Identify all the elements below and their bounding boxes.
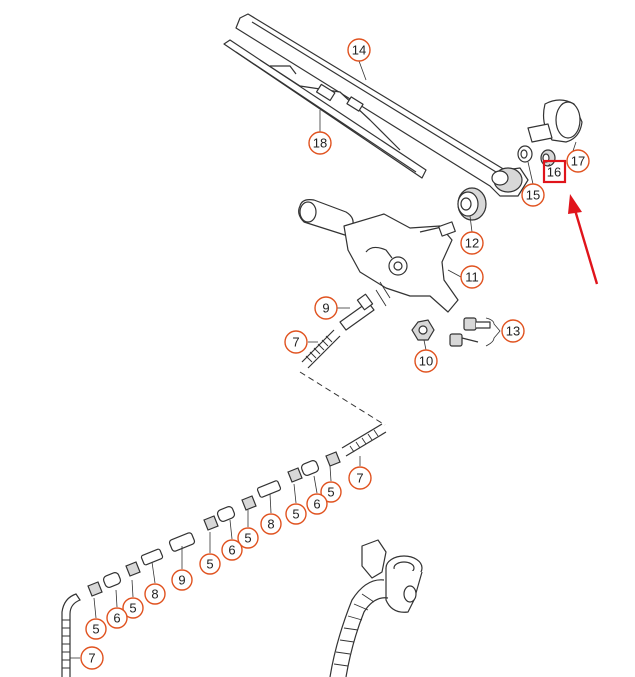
callout-8-upper: 8 <box>260 513 282 535</box>
callout-6-r1: 6 <box>306 493 328 515</box>
svg-text:12: 12 <box>465 236 479 251</box>
svg-text:5: 5 <box>129 601 136 616</box>
callout-7-lower: 7 <box>80 646 104 670</box>
callout-18: 18 <box>308 131 332 155</box>
highlight-box <box>542 159 567 184</box>
washer-elbow <box>329 539 423 677</box>
svg-text:6: 6 <box>313 497 320 512</box>
callout-14: 14 <box>347 38 371 62</box>
mounting-bolts <box>449 317 491 347</box>
callout-6-r2: 6 <box>221 539 243 561</box>
callout-7-middle: 7 <box>348 466 372 490</box>
svg-text:5: 5 <box>244 531 251 546</box>
pointer-arrow <box>568 194 599 285</box>
svg-text:5: 5 <box>292 507 299 522</box>
svg-text:6: 6 <box>113 611 120 626</box>
svg-text:7: 7 <box>292 335 299 350</box>
svg-text:18: 18 <box>313 136 327 151</box>
grommet <box>457 187 487 221</box>
callout-8-lower: 8 <box>144 583 166 605</box>
svg-text:17: 17 <box>571 154 585 169</box>
wiper-motor <box>298 199 459 313</box>
callout-5-r6: 5 <box>85 618 107 640</box>
svg-text:8: 8 <box>151 587 158 602</box>
callout-9-lower: 9 <box>171 569 193 591</box>
svg-text:8: 8 <box>267 517 274 532</box>
svg-text:7: 7 <box>88 651 95 666</box>
hose-lower <box>61 593 81 677</box>
callout-12: 12 <box>460 231 484 255</box>
connector-chain <box>87 451 341 597</box>
callout-11: 11 <box>460 265 484 289</box>
callout-16-highlighted: 16 <box>542 159 567 184</box>
svg-text:5: 5 <box>206 557 213 572</box>
svg-text:15: 15 <box>526 188 540 203</box>
svg-text:11: 11 <box>465 270 479 285</box>
svg-text:5: 5 <box>327 485 334 500</box>
callout-6-r3: 6 <box>106 607 128 629</box>
hex-nut <box>411 319 435 341</box>
wiper-arm <box>235 13 529 197</box>
svg-text:9: 9 <box>322 301 329 316</box>
callout-5-r5: 5 <box>122 597 144 619</box>
callout-10: 10 <box>414 349 438 373</box>
callout-15: 15 <box>521 183 545 207</box>
hose-routing-line <box>299 371 386 426</box>
svg-text:10: 10 <box>419 354 433 369</box>
callout-13: 13 <box>501 319 525 343</box>
callout-5-r3: 5 <box>237 527 259 549</box>
nozzle-connector <box>339 293 375 331</box>
svg-text:16: 16 <box>547 165 561 180</box>
callout-9-upper: 9 <box>314 296 338 320</box>
wiper-blade <box>223 39 427 179</box>
hose-upper <box>301 329 341 369</box>
svg-text:14: 14 <box>352 43 366 58</box>
hose-middle <box>341 423 387 457</box>
svg-text:6: 6 <box>228 543 235 558</box>
callout-5-r1: 5 <box>320 481 342 503</box>
svg-text:13: 13 <box>506 324 520 339</box>
cap <box>527 99 583 143</box>
callout-7-upper: 7 <box>284 330 308 354</box>
callout-17: 17 <box>566 149 590 173</box>
svg-text:9: 9 <box>178 573 185 588</box>
svg-text:5: 5 <box>92 622 99 637</box>
svg-text:7: 7 <box>356 471 363 486</box>
leader-lines <box>70 60 577 659</box>
callout-5-r2: 5 <box>285 503 307 525</box>
callout-5-r4: 5 <box>199 553 221 575</box>
washer <box>517 145 533 163</box>
